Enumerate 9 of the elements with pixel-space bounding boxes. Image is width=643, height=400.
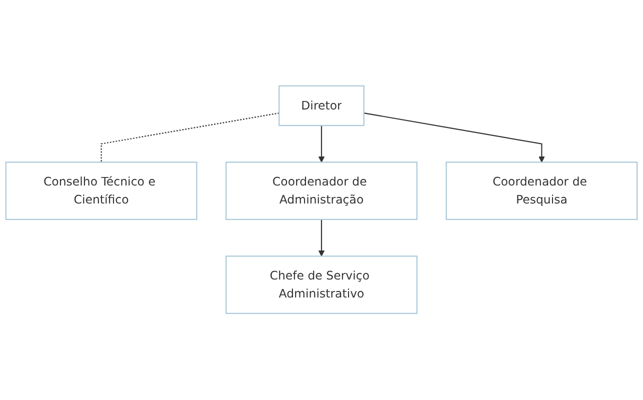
node-box: Chefe de Serviço Administrativo — [226, 256, 418, 314]
node-box: Conselho Técnico e Científico — [5, 162, 198, 220]
connector — [100, 112, 280, 163]
node-box: Coordenador de Pesquisa — [446, 162, 638, 220]
arrow — [318, 126, 325, 163]
node-box: Diretor — [278, 86, 364, 126]
node-box: Coordenador de Administração — [226, 162, 418, 220]
arrow — [318, 220, 325, 257]
arrow — [364, 112, 545, 163]
